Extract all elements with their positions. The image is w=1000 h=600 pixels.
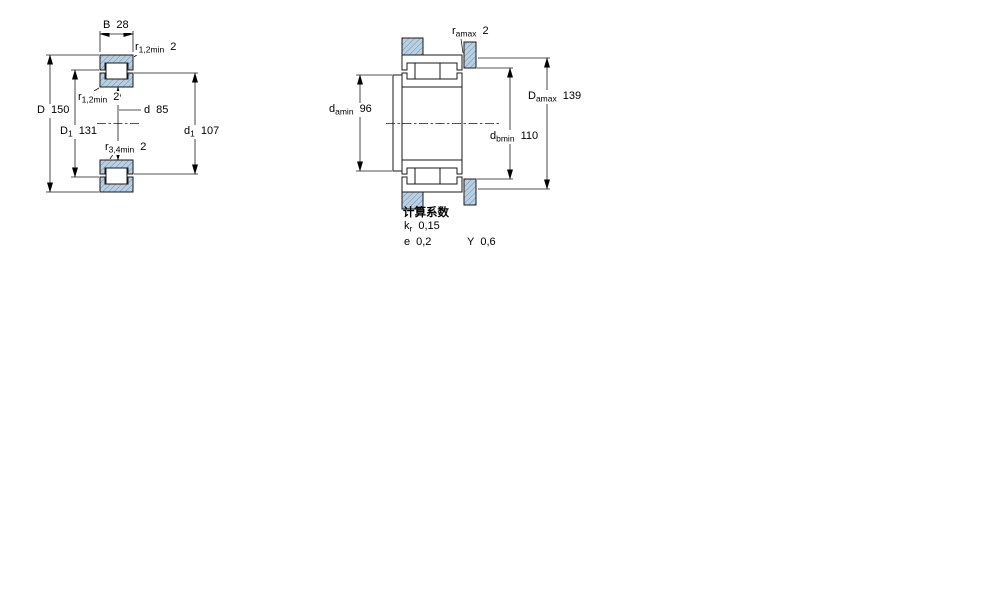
dim-label-d1: d1 107 [183,125,221,139]
dim-symbol: r [135,41,139,53]
roller-bottom-right-fig [414,167,441,185]
dim-label-D1: D1 131 [59,125,99,139]
leader-r12-side [93,87,100,92]
dim-value: 2 [113,91,120,103]
dim-value: 107 [200,125,220,137]
factor-value: 0,6 [480,236,496,248]
dim-symbol: d [329,103,336,115]
dim-symbol: r [78,91,82,103]
factor-kr: kr 0,15 [403,220,441,234]
dim-symbol: D [60,125,68,137]
dim-symbol: d [184,125,191,137]
dim-symbol: B [103,19,111,31]
dim-value: 28 [116,19,129,31]
dim-subscript: 1,2min [138,44,165,55]
dim-value: 85 [156,104,169,116]
dim-value: 96 [359,103,372,115]
roller-top-section [105,62,128,80]
dim-value: 2 [140,141,147,153]
dim-label-B: B 28 [102,19,130,33]
dim-label-r34: r3,4min 2 [104,141,148,155]
dim-symbol: r [105,141,109,153]
inner-ring-top-right-fig [401,72,463,88]
factor-value: 0,15 [418,220,440,232]
roller-bottom-section [105,167,128,185]
dim-subscript: 1 [67,128,73,139]
dim-subscript: amax [455,28,477,39]
factor-y: Y 0,6 [466,236,497,250]
inner-ring-bottom-section [99,159,134,175]
dim-subscript: 1 [190,128,195,139]
dim-value: 150 [50,104,70,116]
abutment-sleeve-bottom [463,178,477,206]
factor-value: 0,2 [416,236,432,248]
dim-value: 139 [562,90,582,102]
leader-ra [460,38,464,54]
dim-symbol: d [144,104,151,116]
inner-ring-top-section [99,72,134,88]
dim-value: 2 [482,25,489,37]
factor-e: e 0,2 [403,236,433,250]
factor-symbol: e [404,236,411,248]
housing-shoulder-top [401,37,424,56]
dim-value: 2 [170,41,177,53]
figure-right-mounting [356,37,550,210]
figure-left-cross-section [46,31,198,193]
dim-symbol: D [37,104,45,116]
outer-ring-bottom-right-fig [401,176,463,193]
dim-label-r12-top: r1,2min 2 [134,41,178,55]
dim-label-db: dbmin 110 [489,130,540,144]
dim-label-da: damin 96 [328,103,373,117]
abutment-sleeve-top [463,41,477,69]
dim-subscript: amin [335,106,354,117]
factor-subscript: r [409,223,413,234]
dim-value: 131 [78,125,98,137]
dim-subscript: 3,4min [108,144,135,155]
factor-symbol: k [404,220,410,232]
factor-symbol: Y [467,236,475,248]
dim-subscript: amax [535,93,557,104]
outer-ring-bottom-section [99,176,134,193]
roller-top-right-fig [414,62,441,80]
dim-label-d: d 85 [143,104,170,118]
dim-symbol: D [528,90,536,102]
dim-label-ra: ramax 2 [451,25,490,39]
dim-value: 110 [520,130,539,142]
dim-symbol: d [490,130,497,142]
dim-label-Da: Damax 139 [527,90,583,104]
inner-ring-bottom-right-fig [401,159,463,175]
calculation-factors-title: 计算系数 [403,207,449,219]
dim-symbol: r [452,25,456,37]
shaft-shoulder [392,74,403,172]
dim-label-r12-side: r1,2min 2 [77,91,121,105]
dim-label-D: D 150 [36,104,71,118]
dim-subscript: bmin [496,133,515,144]
dim-subscript: 1,2min [81,94,108,105]
